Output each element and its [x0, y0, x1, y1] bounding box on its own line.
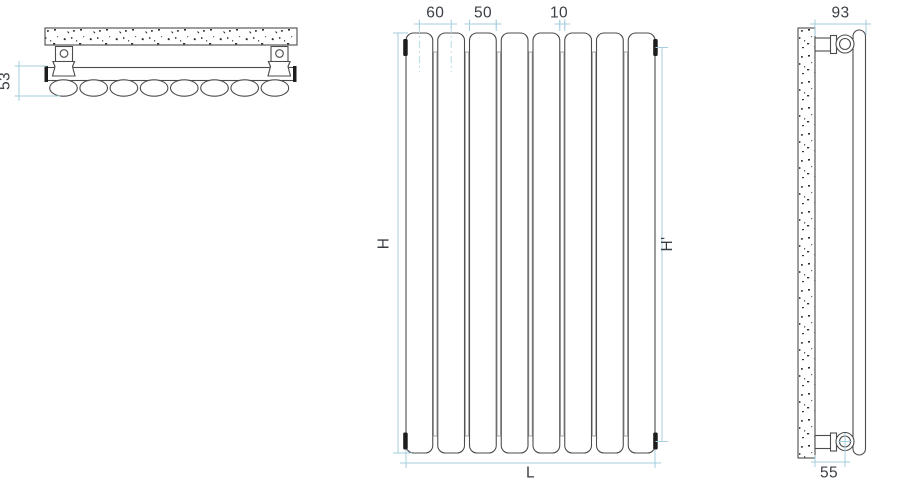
bracket-clamp-front: [267, 60, 292, 77]
collector-tube: [45, 66, 296, 82]
dimension-offset-55: 55: [811, 433, 852, 482]
dimension-label-60: 60: [426, 5, 444, 22]
connection-tab: [403, 432, 408, 450]
panel-joints: [433, 51, 628, 437]
panel-joint: [433, 51, 438, 437]
bracket-screw-hole: [275, 49, 284, 58]
panel-joint: [528, 51, 533, 437]
dimension-depth-53: 53: [0, 61, 60, 101]
panel-joint: [591, 51, 597, 437]
tube-cross-section: [109, 79, 139, 97]
radiator-panel: [405, 32, 434, 454]
panel-joint: [623, 51, 628, 437]
tube-cross-section: [139, 79, 169, 97]
radiator-panel: [500, 32, 529, 454]
dimension-label-h: H: [376, 238, 393, 250]
tube-cross-section: [200, 79, 229, 97]
radiator-panel: [437, 32, 466, 454]
panel-joint: [464, 51, 470, 437]
mounting-bracket-bottom: [814, 432, 838, 452]
side-view: 93 55: [797, 5, 871, 482]
top-view: 53: [0, 27, 298, 101]
dimension-pitch-60: 60: [414, 5, 457, 72]
radiator-panel: [532, 32, 561, 454]
bracket-fixing-inner: [838, 37, 852, 51]
bracket-fixing-top: [835, 34, 855, 54]
panel-profile: [852, 29, 867, 456]
wall-section-top: [44, 27, 298, 46]
dimension-height-h-prime: H': [655, 47, 676, 442]
panel-joint: [496, 51, 501, 437]
dimension-length-l: L: [400, 450, 661, 482]
dimension-label-l: L: [526, 465, 535, 482]
bracket-screw-hole: [59, 49, 69, 58]
tube-cross-sections: [49, 79, 290, 97]
tube-cross-section: [79, 79, 109, 97]
dimension-label-93: 93: [831, 5, 849, 22]
radiator-panel: [627, 32, 656, 454]
collector-end-cap: [293, 66, 297, 82]
dimension-label-55: 55: [820, 465, 838, 482]
dimension-label-53: 53: [0, 72, 14, 90]
tube-cross-section: [49, 79, 78, 97]
tube-cross-section: [260, 79, 290, 97]
connection-tab: [653, 432, 658, 450]
radiator-panels: [405, 32, 656, 454]
radiator-panel: [564, 32, 593, 454]
tube-cross-section: [169, 79, 199, 97]
tube-cross-section: [230, 79, 260, 97]
dimension-label-50: 50: [474, 5, 492, 22]
dimension-label-10: 10: [550, 5, 568, 22]
panel-joint: [560, 51, 565, 437]
front-view: 60 50 10 H: [376, 5, 677, 482]
dimension-gap-10: 10: [550, 5, 570, 31]
collector-end-cap: [44, 66, 48, 82]
dimension-depth-93: 93: [810, 5, 871, 36]
radiator-panel: [468, 32, 497, 454]
radiator-panel: [595, 32, 624, 454]
wall-section-side: [797, 27, 816, 459]
bracket-arm: [814, 37, 833, 52]
connection-tab: [403, 39, 408, 56]
dimension-height-h: H: [376, 32, 412, 454]
bracket-arm: [814, 434, 833, 450]
dimension-label-h-prime: H': [659, 237, 676, 252]
dimension-panel-width-50: 50: [464, 5, 502, 31]
bracket-clamp-front: [51, 60, 76, 77]
connection-tab: [653, 39, 658, 56]
mounting-bracket-top: [814, 34, 838, 55]
